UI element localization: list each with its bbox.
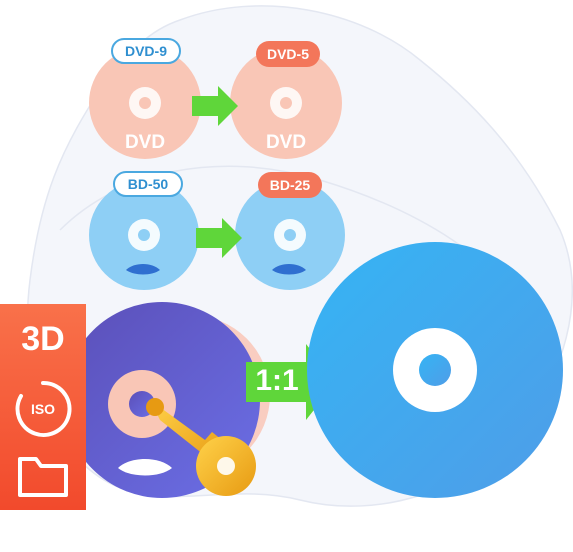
side-panel: 3D ISO <box>0 304 86 510</box>
dvd-target-disc <box>230 47 342 159</box>
dvd-target-disc-label: DVD <box>266 132 306 153</box>
bd-target-badge: BD-25 <box>258 172 322 198</box>
bd-target-disc <box>235 180 345 290</box>
side-3d-label: 3D <box>21 320 65 358</box>
bd-right-arrow-icon <box>196 218 242 258</box>
dvd-target-badge: DVD-5 <box>256 41 320 67</box>
copy-ratio-label: 1:1 <box>255 364 299 397</box>
key-icon <box>146 398 256 496</box>
dvd-source-badge: DVD-9 <box>111 38 181 64</box>
bd-source-disc <box>89 180 199 290</box>
folder-icon <box>18 457 68 497</box>
side-iso-label: ISO <box>30 401 56 417</box>
dvd-right-arrow-icon <box>192 86 238 126</box>
iso-icon <box>15 380 72 437</box>
dvd-source-disc <box>89 47 201 159</box>
target-disc <box>307 242 563 498</box>
bluray-logo-icon <box>272 264 306 275</box>
bluray-logo-icon <box>118 459 172 476</box>
dvd-source-disc-label: DVD <box>125 132 165 153</box>
bd-source-badge: BD-50 <box>113 171 183 197</box>
bluray-logo-icon <box>126 264 160 275</box>
